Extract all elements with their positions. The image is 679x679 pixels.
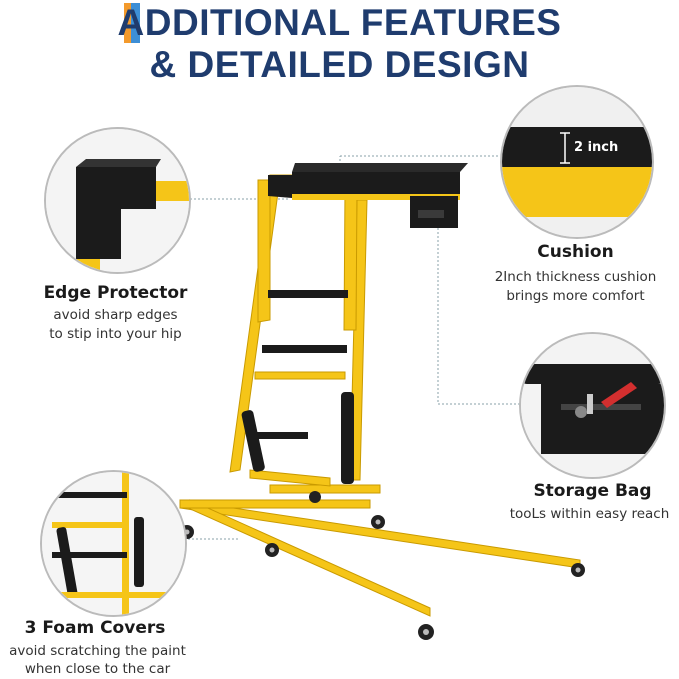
title-accent-bar	[124, 3, 140, 43]
foam-covers	[241, 392, 354, 484]
foam-covers-desc-1: avoid scratching the paint	[9, 643, 186, 659]
page-title-line-2: & DETAILED DESIGN	[149, 44, 530, 85]
storage-bag-title: Storage Bag	[533, 481, 652, 501]
base-frame	[179, 484, 581, 617]
accent-blue	[131, 3, 140, 43]
accent-orange	[124, 3, 132, 43]
edge-protector-desc-1: avoid sharp edges	[53, 307, 178, 323]
cushion-desc-1: 2Inch thickness cushion	[494, 269, 657, 285]
edge-protector-desc-2: to stip into your hip	[49, 326, 182, 342]
cushion-title: Cushion	[537, 242, 614, 262]
edge-protector-detail	[44, 127, 191, 274]
cushion-desc-2: brings more comfort	[506, 288, 645, 304]
edge-protector-title: Edge Protector	[43, 283, 188, 303]
edge-protector-corner	[268, 175, 296, 198]
cushion-detail: 2 inch	[500, 85, 654, 239]
storage-bag-detail	[519, 332, 666, 479]
foam-covers-desc-2: when close to the car	[24, 661, 171, 677]
foam-covers-title: 3 Foam Covers	[24, 618, 166, 638]
foam-covers-detail	[40, 470, 187, 617]
leader-lines	[184, 155, 520, 540]
page-title-line-1: ADDITIONAL FEATURES	[117, 2, 562, 43]
cushion-callout: 2 inch	[574, 140, 619, 155]
ladder-steps	[248, 290, 348, 439]
storage-bag-desc-1: tooLs within easy reach	[509, 506, 670, 522]
cushion	[292, 163, 468, 200]
